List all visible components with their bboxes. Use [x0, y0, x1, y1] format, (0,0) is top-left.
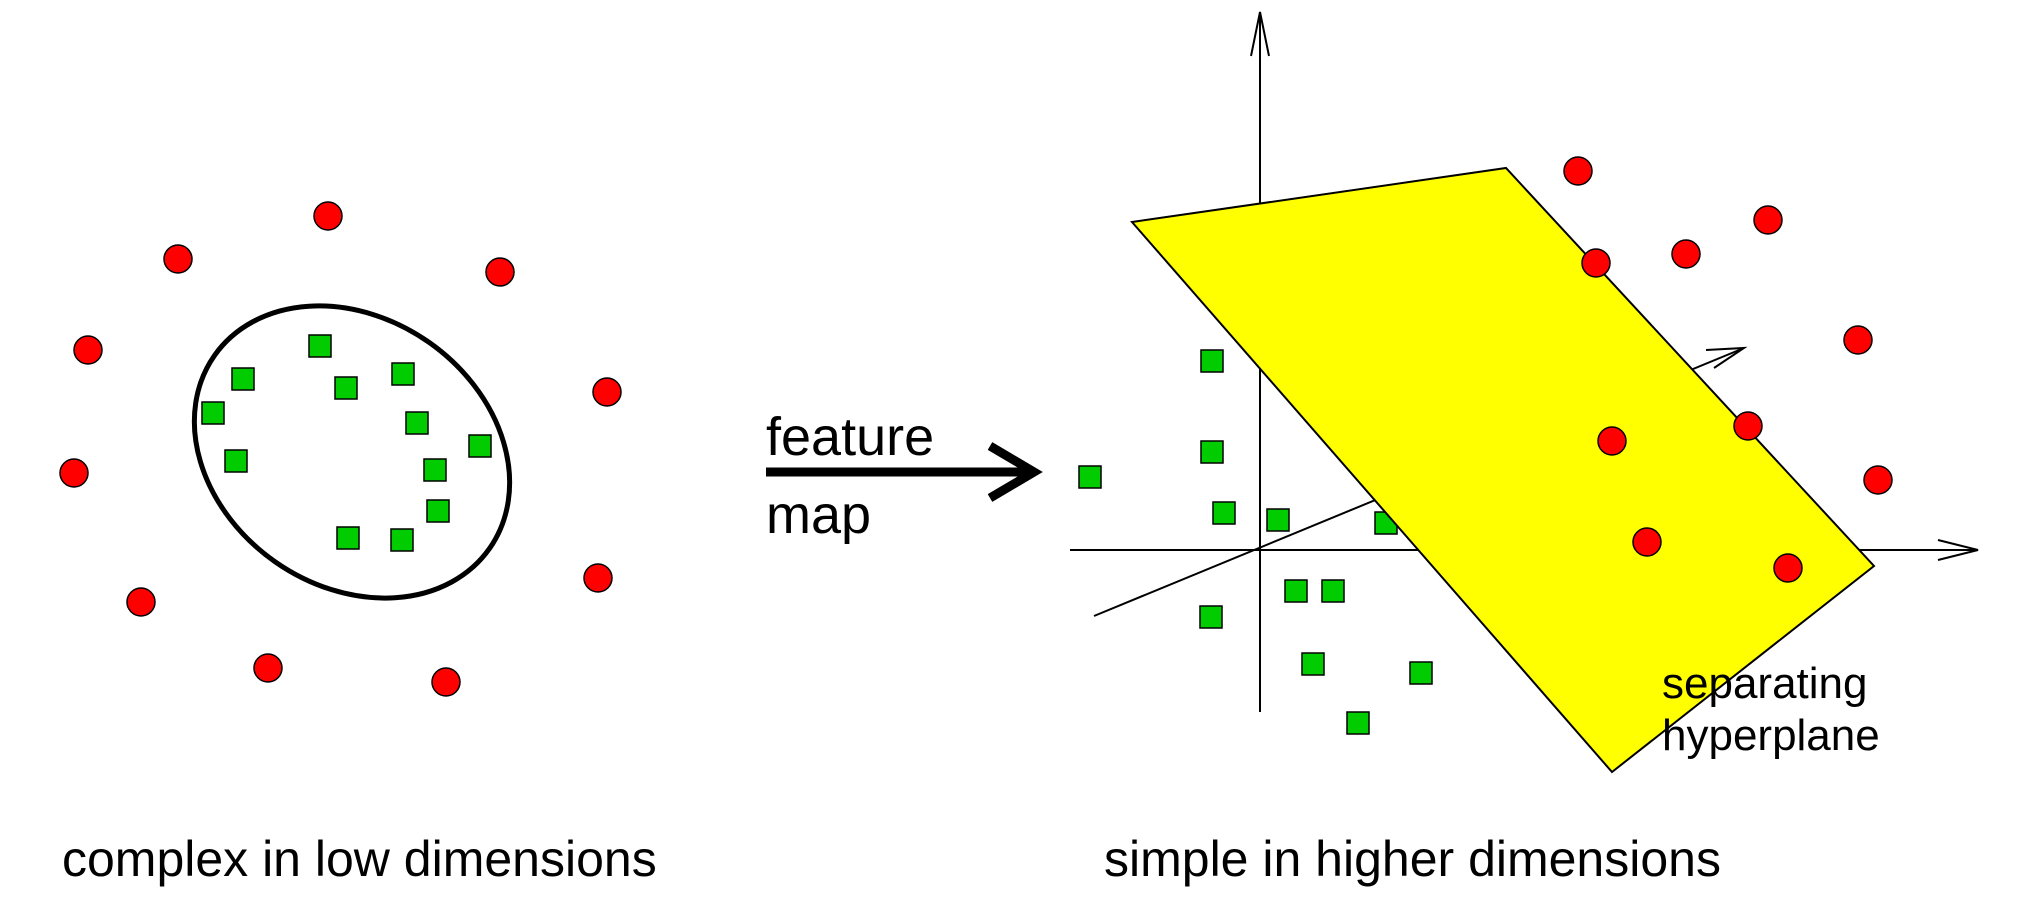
green-square: [1321, 579, 1345, 603]
green-square: [405, 411, 429, 435]
points-in-front-of-plane: [1581, 248, 1803, 583]
inner-squares: [201, 334, 492, 552]
red-circle: [1733, 411, 1763, 441]
green-square: [1409, 661, 1433, 685]
feature-map-arrow: [766, 442, 1043, 502]
red-circle: [1581, 248, 1611, 278]
green-square: [334, 376, 358, 400]
green-square: [1200, 440, 1224, 464]
green-square: [224, 449, 248, 473]
green-square: [468, 434, 492, 458]
red-circle: [163, 244, 193, 274]
green-square: [201, 401, 225, 425]
red-circle: [485, 257, 515, 287]
caption-higher-dimensions: simple in higher dimensions: [1104, 831, 1721, 887]
caption-low-dimensions: complex in low dimensions: [62, 831, 657, 887]
green-square: [1078, 465, 1102, 489]
red-circle: [1753, 205, 1783, 235]
z-axis-arrowhead: [1705, 346, 1748, 369]
plane-label-line1: separating: [1662, 659, 1868, 708]
red-circle: [253, 653, 283, 683]
outer-circles: [59, 201, 622, 697]
red-circle: [126, 587, 156, 617]
red-circle: [313, 201, 343, 231]
green-square: [1301, 652, 1325, 676]
green-square: [231, 367, 255, 391]
green-square: [336, 526, 360, 550]
green-square: [1346, 711, 1370, 735]
points-behind-plane: [1078, 156, 1893, 735]
green-square: [1199, 605, 1223, 629]
y-axis-arrowhead: [1250, 11, 1270, 57]
green-square: [308, 334, 332, 358]
red-circle: [1632, 527, 1662, 557]
red-circle: [592, 377, 622, 407]
green-square: [390, 528, 414, 552]
red-circle: [1563, 156, 1593, 186]
decision-boundary-ellipse: [191, 303, 513, 601]
arrow-label-map: map: [766, 485, 872, 545]
red-circle: [431, 667, 461, 697]
high-dimension-panel: [1070, 11, 1979, 774]
green-square: [426, 499, 450, 523]
arrow-label-feature: feature: [766, 407, 935, 467]
green-square: [391, 362, 415, 386]
green-square: [1200, 349, 1224, 373]
green-square: [423, 458, 447, 482]
red-circle: [1597, 426, 1627, 456]
red-circle: [1863, 465, 1893, 495]
separating-hyperplane: [1130, 166, 1876, 774]
x-axis-arrowhead: [1937, 539, 1979, 561]
red-circle: [59, 458, 89, 488]
red-circle: [73, 335, 103, 365]
green-square: [1266, 508, 1290, 532]
plane-label-line2: hyperplane: [1662, 711, 1880, 760]
low-dimension-panel: [59, 201, 622, 697]
red-circle: [1843, 325, 1873, 355]
red-circle: [1671, 239, 1701, 269]
red-circle: [583, 563, 613, 593]
green-square: [1212, 501, 1236, 525]
red-circle: [1773, 553, 1803, 583]
green-square: [1284, 579, 1308, 603]
